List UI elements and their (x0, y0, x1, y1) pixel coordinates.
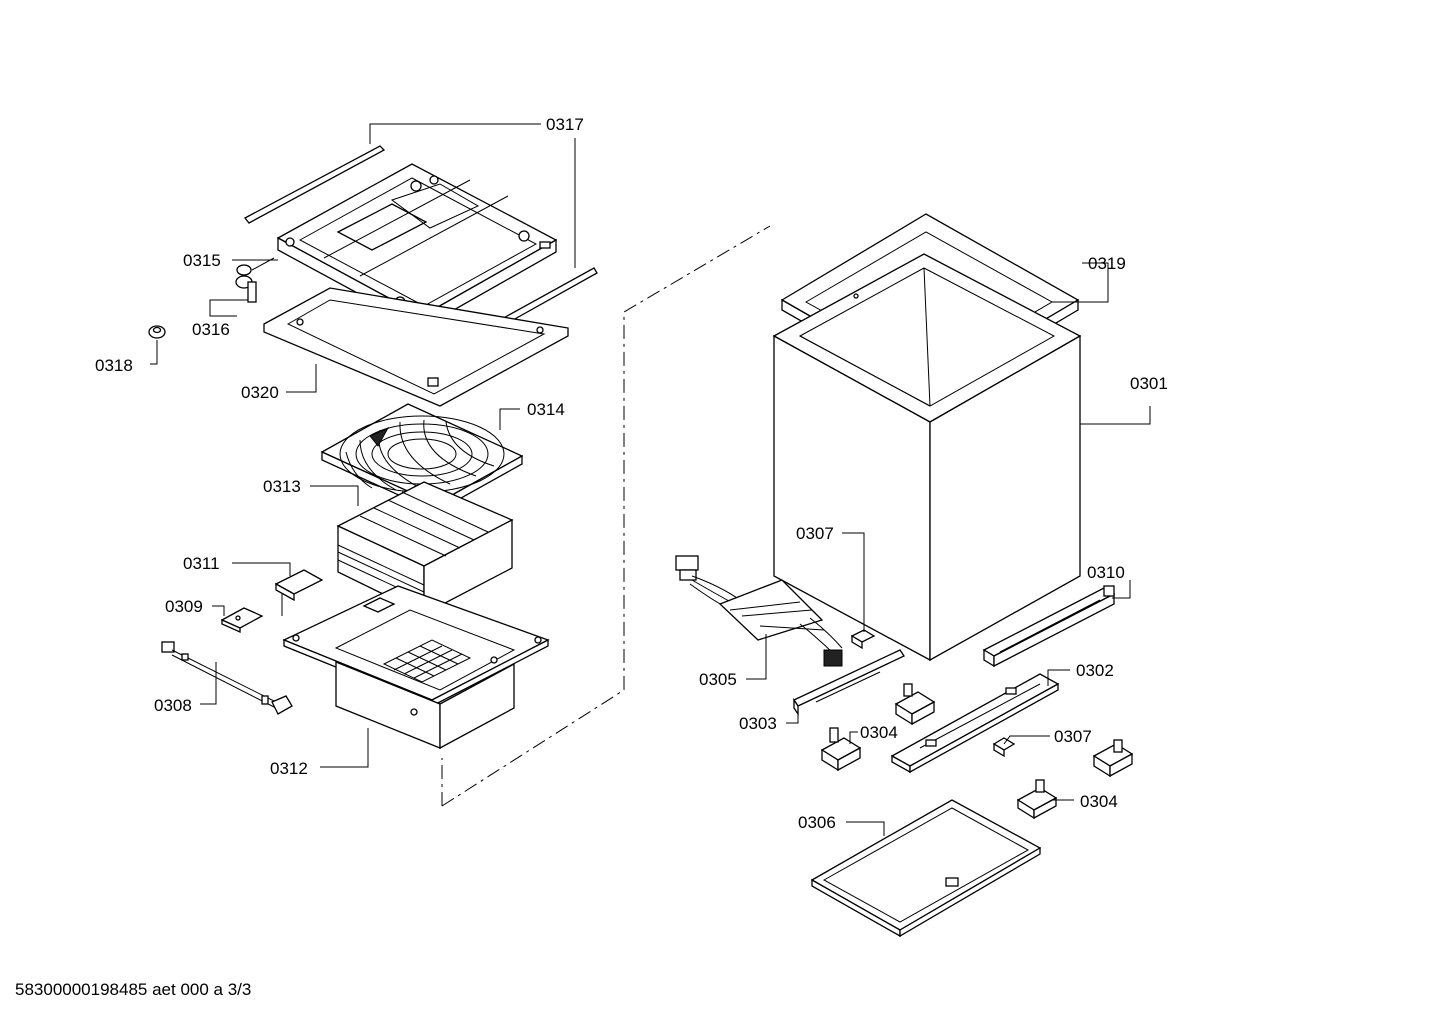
assembly-connector-line (441, 225, 771, 807)
label-0312: 0312 (270, 759, 308, 778)
label-0310: 0310 (1087, 563, 1125, 582)
part-0304-connector-a (894, 683, 936, 726)
part-0302-bracket (890, 673, 1060, 774)
label-0303: 0303 (739, 714, 777, 733)
label-0313: 0313 (263, 477, 301, 496)
label-0301: 0301 (1130, 374, 1168, 393)
part-0305-harness (675, 555, 843, 667)
part-0304-connector-d (1016, 779, 1058, 820)
label-0309: 0309 (165, 597, 203, 616)
label-0307-a: 0307 (796, 524, 834, 543)
label-0306: 0306 (798, 813, 836, 832)
label-0314: 0314 (527, 400, 565, 419)
label-0304-a: 0304 (860, 723, 898, 742)
part-0303-bracket (793, 649, 905, 717)
part-0304-connector-b (820, 727, 862, 772)
part-0313-filter (336, 481, 514, 616)
label-0311: 0311 (183, 554, 220, 573)
label-0304-b: 0304 (1080, 792, 1118, 811)
part-0304-connector-c (1092, 739, 1134, 778)
document-id: 58300000198485 aet 000 a 3/3 (15, 980, 252, 999)
leader-lines (150, 123, 1151, 836)
part-0306-bottom-panel (810, 799, 1042, 938)
part-0320-frame (263, 287, 569, 407)
label-0307-b: 0307 (1054, 727, 1092, 746)
part-0318-grommet (148, 325, 166, 339)
label-0318: 0318 (95, 356, 133, 375)
part-0308-cable (161, 641, 293, 715)
part-0315-knob (235, 257, 275, 303)
label-0316: 0316 (192, 320, 230, 339)
label-0308: 0308 (154, 696, 192, 715)
label-0320: 0320 (241, 383, 279, 402)
part-0309-module (220, 607, 264, 634)
part-labels: 0317 0315 0316 0318 0320 0314 0313 0311 … (95, 115, 1168, 832)
part-0317-top-bar (244, 145, 386, 224)
part-0310-rail (982, 585, 1116, 668)
label-0319: 0319 (1088, 254, 1126, 273)
part-0311-board (274, 569, 324, 616)
label-0302: 0302 (1076, 661, 1114, 680)
label-0315: 0315 (183, 251, 221, 270)
part-0307-clip-b (992, 737, 1016, 758)
label-0305: 0305 (699, 670, 737, 689)
label-0317: 0317 (546, 115, 584, 134)
part-0312-base-tray (282, 585, 550, 750)
part-0307-clip-a (850, 629, 876, 650)
part-top-frame (276, 163, 558, 330)
part-0301-cabinet (772, 253, 1082, 662)
